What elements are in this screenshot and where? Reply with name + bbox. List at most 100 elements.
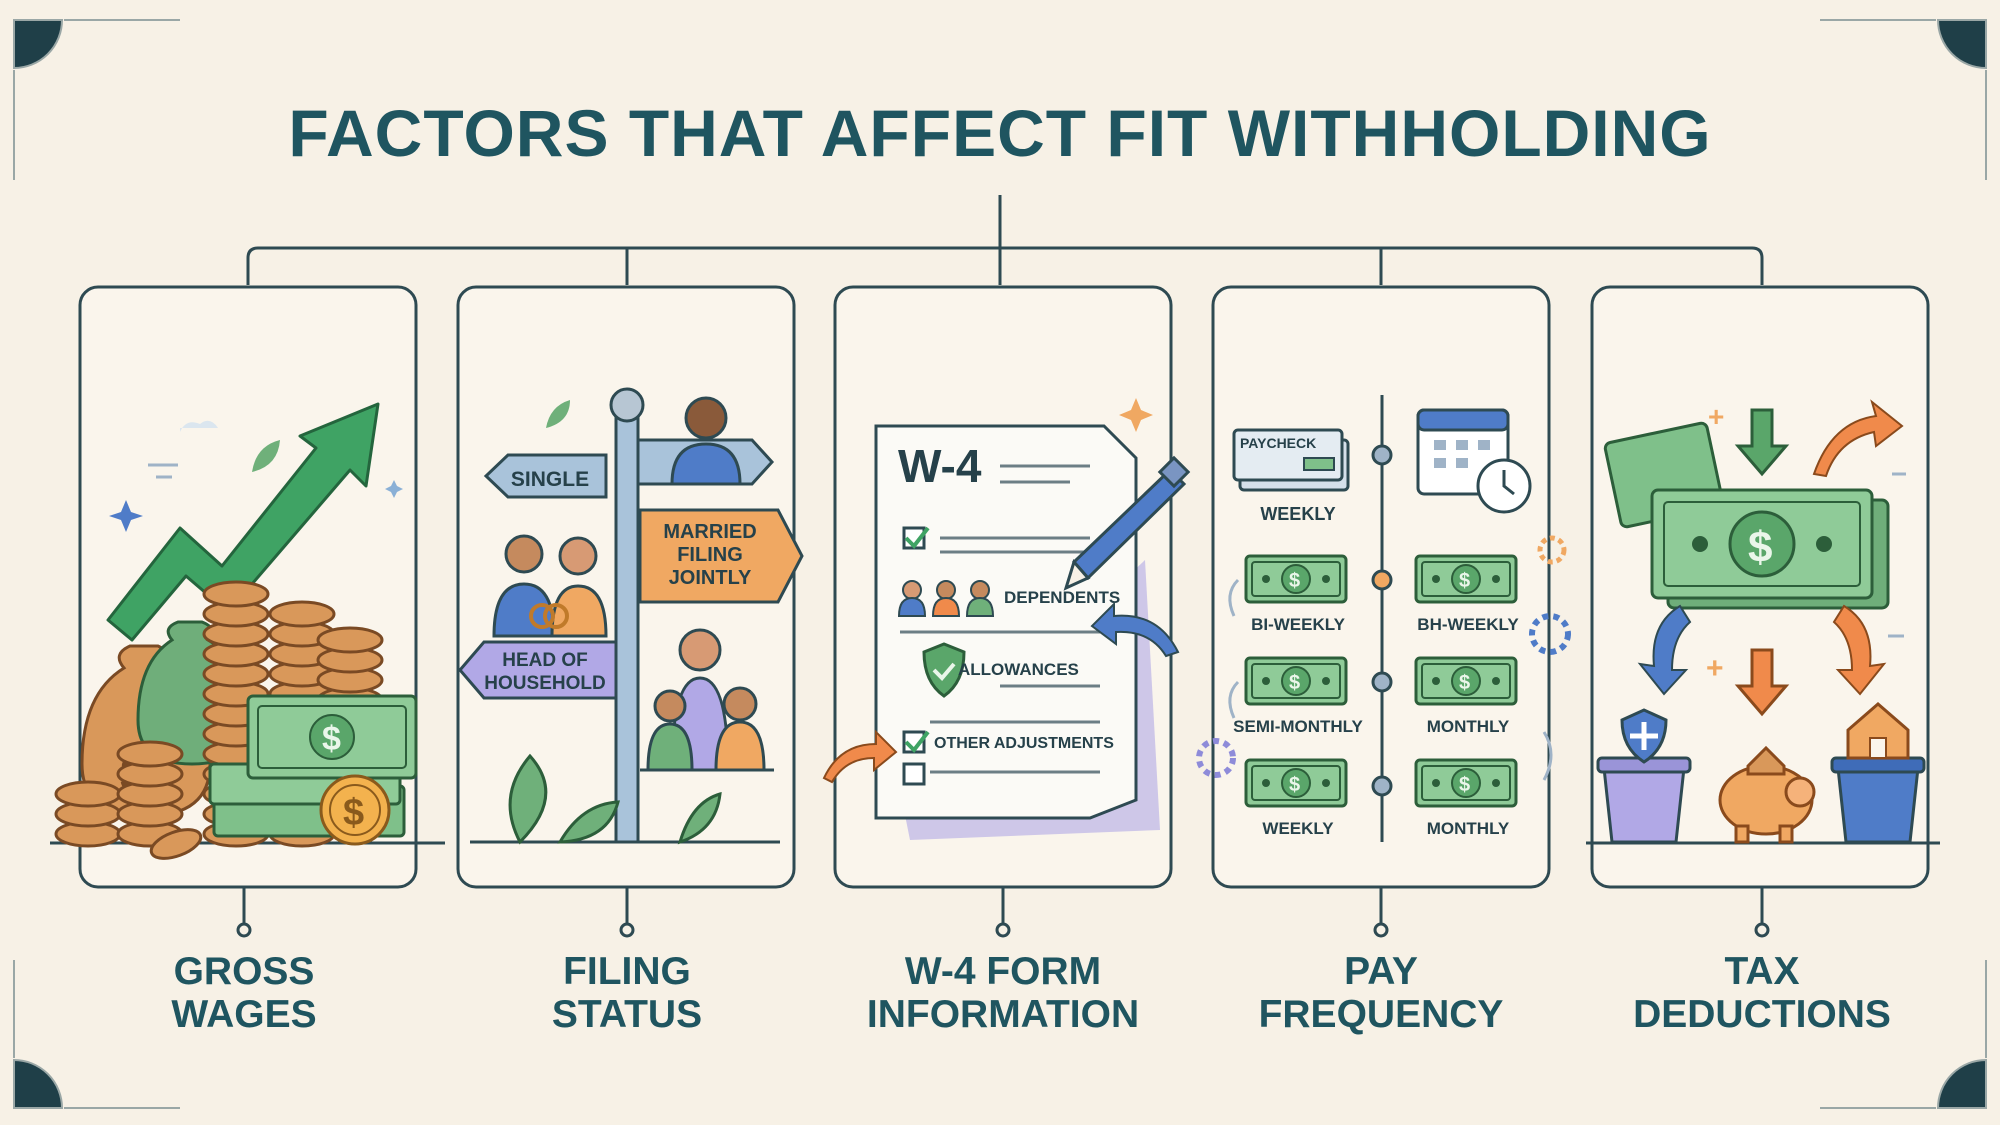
couple-icon: [492, 534, 608, 638]
svg-text:$: $: [1289, 774, 1300, 796]
caption-gross-wages: GROSS WAGES: [74, 950, 414, 1036]
connector-tree: [236, 195, 1770, 938]
person-icon: [670, 396, 742, 486]
checkmark-icon: [932, 662, 956, 681]
arrow-down-icon: [1734, 648, 1790, 717]
sparkle-icon: [1119, 398, 1153, 432]
sign-hoh-line1: HEAD OF: [502, 650, 588, 671]
house-bucket-icon: [1830, 702, 1926, 844]
tax-deductions-illustration: $ + +: [1586, 399, 1940, 845]
freq-monthly-mid: MONTHLY: [1427, 717, 1510, 736]
coin-icon: [316, 626, 384, 654]
sign-single: [483, 453, 608, 499]
cycle-arrow-icon: [1228, 578, 1240, 617]
frequency-bills: $ $ $ $ $ $: [1244, 554, 1518, 808]
caption-pay-frequency: PAY FREQUENCY: [1211, 950, 1551, 1036]
shield-check-icon: [922, 642, 966, 698]
dollar-bill-icon: $: [1244, 554, 1348, 604]
caption-line: DEDUCTIONS: [1633, 993, 1891, 1036]
growth-arrow-icon: [106, 402, 380, 642]
page-title: FACTORS THAT AFFECT FIT WITHHOLDING: [288, 96, 1712, 170]
caption-filing-status: FILING STATUS: [457, 950, 797, 1036]
freq-monthly-bottom: MONTHLY: [1427, 819, 1510, 838]
house-icon: [1746, 745, 1786, 776]
arrow-curve-icon: [1637, 604, 1692, 696]
arrow-in-icon: [822, 729, 898, 784]
caption-connectors: [236, 887, 1770, 938]
sign-married-line3: JOINTLY: [669, 567, 752, 589]
signpost-pole: [614, 398, 640, 844]
gear-icon: [1196, 738, 1236, 778]
dollar-bill-icon: $: [1414, 554, 1518, 604]
caption-line: FREQUENCY: [1258, 993, 1504, 1036]
caption-line: PAY: [1344, 950, 1418, 993]
pay-frequency-illustration: PAYCHECK WEEKLY $$$$$$ BI-WEEKLY BH-W: [1196, 395, 1571, 842]
connector-bar: [246, 246, 1764, 285]
freq-biweekly-left: BI-WEEKLY: [1251, 615, 1345, 634]
svg-text:$: $: [322, 720, 341, 758]
pen-icon: [1063, 455, 1191, 591]
caption-line: GROSS: [173, 950, 315, 993]
corner-ornament-top-right: [1936, 19, 1987, 70]
leaf-icon: [252, 440, 280, 472]
leaf-icon: [557, 800, 620, 844]
freq-biweekly-right: BH-WEEKLY: [1417, 615, 1519, 634]
gross-wages-illustration: $ $ $: [50, 402, 445, 860]
svg-text:$: $: [343, 792, 364, 834]
family-icon: [640, 628, 774, 810]
paycheck-icon: PAYCHECK: [1232, 428, 1350, 492]
dollar-bill-icon: $: [1414, 656, 1518, 706]
connector-dot: [1373, 922, 1389, 938]
coin-icon: [149, 828, 203, 860]
svg-text:$: $: [1289, 570, 1300, 592]
coin-icon: [54, 780, 122, 808]
decor-sparkles: [109, 480, 403, 532]
sign-single-label: SINGLE: [511, 468, 589, 491]
allowances-label: ALLOWANCES: [958, 660, 1079, 679]
dollar-coin-icon: $: [319, 774, 391, 846]
freq-semimonthly: SEMI-MONTHLY: [1233, 717, 1363, 736]
caption-line: WAGES: [171, 993, 317, 1036]
cycle-arrow-icon: [1542, 731, 1553, 781]
svg-text:$: $: [1289, 672, 1300, 694]
freq-weekly-bottom: WEEKLY: [1262, 819, 1334, 838]
clock-icon: [1476, 458, 1532, 514]
ring-icon: [529, 603, 555, 629]
checkmark-icon: [904, 730, 930, 754]
leaf-icon: [508, 753, 548, 845]
connector-dot: [619, 922, 635, 938]
filing-status-illustration: SINGLE MARRIED FILING JOINTLY HEAD OF HO…: [458, 387, 804, 845]
caption-line: STATUS: [551, 993, 703, 1036]
gear-icon: [1537, 535, 1567, 565]
cycle-arrow-icon: [1228, 680, 1240, 719]
signpost-cap: [609, 387, 645, 423]
piggy-bank-icon: [1718, 745, 1816, 844]
caption-w4-form: W-4 FORM INFORMATION: [833, 950, 1173, 1036]
arrow-in-icon: [1090, 601, 1180, 658]
house-icon: [1846, 702, 1910, 760]
paycheck-label: PAYCHECK: [1240, 435, 1316, 451]
arrow-down-icon: [1734, 408, 1790, 477]
leaf-icon: [677, 791, 722, 845]
arrow-curve-icon: [1832, 604, 1887, 696]
connector-dot: [1754, 922, 1770, 938]
sign-hoh-line2: HOUSEHOLD: [484, 673, 605, 694]
caption-line: FILING: [563, 950, 691, 993]
w4-form-title: W-4: [898, 440, 982, 492]
svg-text:$: $: [1748, 523, 1772, 572]
w4-form-illustration: W-4 DEPENDENTS: [822, 398, 1191, 840]
coin-icon: [116, 740, 184, 768]
coin-icon: [202, 580, 270, 608]
caption-line: INFORMATION: [866, 993, 1140, 1036]
coin-icon: [268, 600, 336, 628]
corner-ornaments: [13, 19, 1987, 1109]
dependents-icon: [897, 580, 995, 617]
svg-text:$: $: [1459, 774, 1470, 796]
caption-line: W-4 FORM: [904, 950, 1102, 993]
corner-ornament-bottom-left: [13, 1058, 64, 1109]
sign-married-line1: MARRIED: [663, 521, 756, 543]
arrow-curve-icon: [1812, 399, 1904, 478]
form-lines: [900, 464, 1100, 774]
connector-dot: [236, 922, 252, 938]
